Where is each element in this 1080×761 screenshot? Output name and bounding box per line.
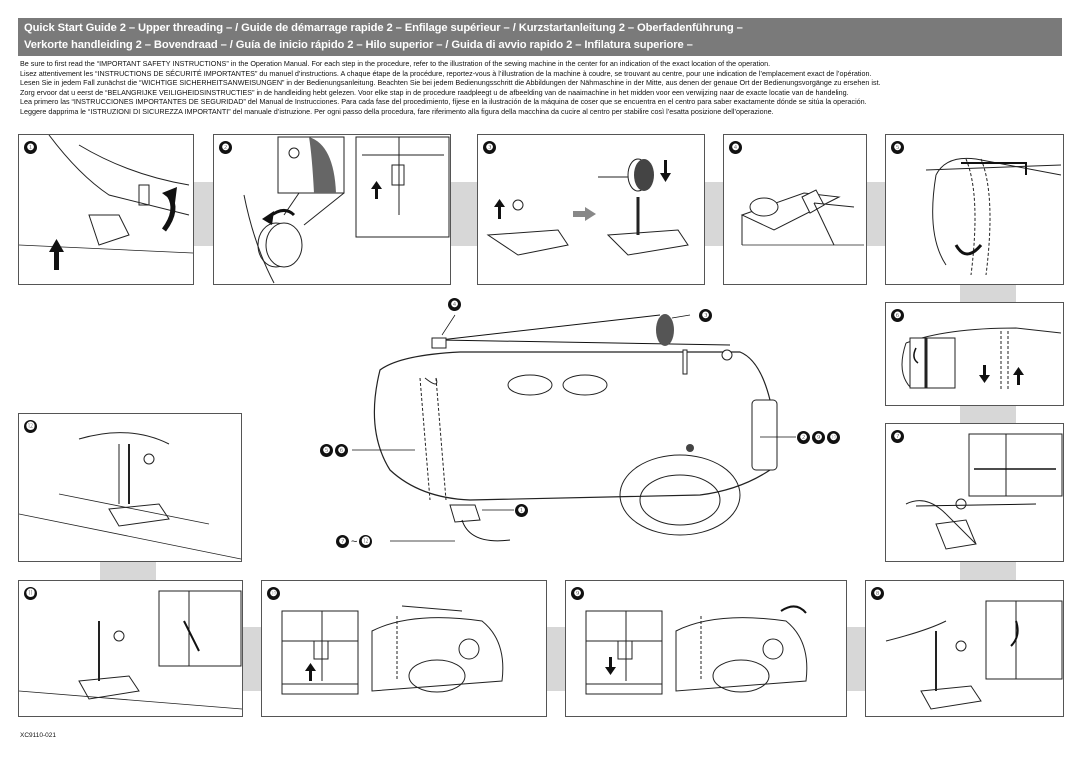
step-7-number: ❼ [891, 430, 904, 443]
connector-bar [703, 182, 723, 246]
connector-bar [545, 627, 565, 691]
step-9-number: ❾ [571, 587, 584, 600]
step-11-panel: ⓫ [18, 580, 243, 717]
intro-line-es: Lea primero las “INSTRUCCIONES IMPORTANT… [20, 97, 867, 107]
step-3-number: ❸ [483, 141, 496, 154]
step-4-illustration [740, 189, 864, 246]
step-9-illustration [585, 605, 808, 695]
callout-5-number: ❺ [320, 444, 333, 457]
center-callout-4: ❹ [448, 298, 461, 311]
intro-line-nl: Zorg ervoor dat u eerst de “BELANGRIJKE … [20, 87, 849, 97]
connector-bar [845, 627, 865, 691]
step-2-number: ❷ [219, 141, 232, 154]
callout-4-number: ❹ [448, 298, 461, 311]
connector-bar [241, 627, 261, 691]
step-11-illustration [19, 590, 242, 710]
step-3-illustration [486, 158, 689, 256]
callout-7-number: ❼ [336, 535, 349, 548]
center-callout-5-6: ❺ ❻ [320, 444, 348, 457]
step-1-panel: ❶ [18, 134, 194, 285]
step-6-illustration [901, 327, 1062, 391]
intro-text: Be sure to first read the “IMPORTANT SAF… [20, 59, 1065, 117]
connector-bar [960, 560, 1016, 580]
connector-bar [960, 404, 1016, 423]
callout-9-number: ❾ [812, 431, 825, 444]
intro-line-en: Be sure to first read the “IMPORTANT SAF… [20, 59, 771, 68]
step-7-illustration [905, 433, 1063, 550]
callout-12-number: ⓬ [359, 535, 373, 548]
step-2-panel: ❷ [213, 134, 451, 285]
step-4-panel: ❹ [723, 134, 867, 285]
callout-2-number: ❷ [797, 431, 810, 444]
step-9-panel: ❾ [565, 580, 847, 717]
step-2-illustration [243, 136, 450, 284]
title-line-1: Quick Start Guide 2 – Upper threading – … [24, 22, 743, 34]
center-callout-3: ❸ [699, 309, 712, 322]
step-5-number: ❺ [891, 141, 904, 154]
step-8-panel: ❽ [865, 580, 1064, 717]
step-5-illustration [925, 157, 1062, 276]
callout-1-number: ❶ [515, 504, 528, 517]
connector-bar [960, 283, 1016, 302]
step-12-number: ⓬ [24, 420, 37, 433]
step-7-panel: ❼ [885, 423, 1064, 562]
intro-line-fr: Lisez attentivement les “INSTRUCTIONS DE… [20, 68, 872, 78]
step-1-illustration [19, 135, 193, 270]
center-callout-1: ❶ [515, 504, 528, 517]
step-10-illustration [281, 605, 504, 695]
step-8-illustration [885, 600, 1063, 710]
step-1-number: ❶ [24, 141, 37, 154]
step-5-panel: ❺ [885, 134, 1064, 285]
step-3-panel: ❸ [477, 134, 705, 285]
connector-bar [100, 560, 156, 580]
step-6-number: ❻ [891, 309, 904, 322]
intro-line-de: Lesen Sie in jedem Fall zunächst die “WI… [20, 78, 881, 88]
connector-bar [449, 182, 477, 246]
step-4-number: ❹ [729, 141, 742, 154]
step-10-panel: ❿ [261, 580, 547, 717]
callout-10-number: ❿ [827, 431, 840, 444]
callout-range-separator: ~ [351, 535, 358, 548]
intro-line-it: Leggere dapprima le “ISTRUZIONI DI SICUR… [20, 106, 774, 116]
center-callout-2-9-10: ❷ ❾ ❿ [797, 431, 840, 444]
callout-6-number: ❻ [335, 444, 348, 457]
title-bar: Quick Start Guide 2 – Upper threading – … [18, 18, 1062, 56]
step-10-number: ❿ [267, 587, 280, 600]
title-line-2: Verkorte handleiding 2 – Bovendraad – / … [24, 39, 693, 51]
step-6-panel: ❻ [885, 302, 1064, 406]
connector-bar [193, 182, 213, 246]
step-12-panel: ⓬ [18, 413, 242, 562]
step-11-number: ⓫ [24, 587, 37, 600]
step-12-illustration [19, 432, 241, 560]
connector-bar [865, 182, 885, 246]
step-8-number: ❽ [871, 587, 884, 600]
callout-3-number: ❸ [699, 309, 712, 322]
center-callout-7-12: ❼ ~ ⓬ [336, 535, 373, 548]
document-code: XC9110-021 [20, 732, 57, 739]
